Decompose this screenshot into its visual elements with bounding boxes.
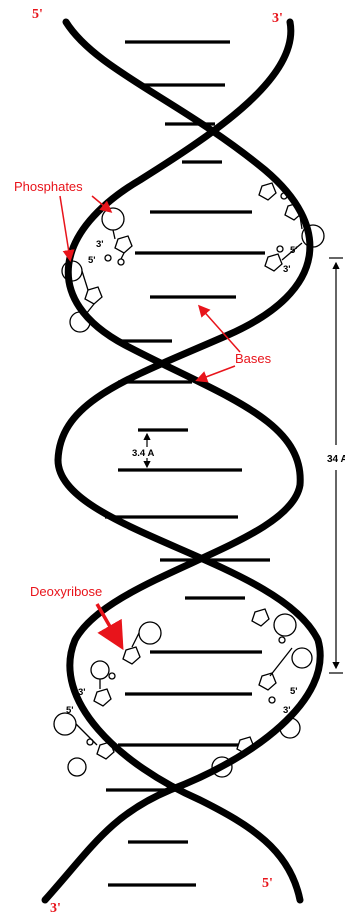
upper-right-5prime: 5' [290,245,298,256]
end-bottom-left: 3' [50,901,61,916]
phosphates-label: Phosphates [14,179,83,194]
bases-label: Bases [235,351,272,366]
deoxyribose-label: Deoxyribose [30,584,102,599]
upper-right-3prime: 3' [283,264,291,275]
bases-arrow-1 [198,304,241,353]
lower-right-3prime: 3' [283,705,291,716]
strand-direction-numbers: 3' 5' 5' 3' 3' 5' 5' 3' [66,239,298,716]
lower-left-3prime: 3' [78,687,86,698]
lower-right-5prime: 5' [290,686,298,697]
annotations: Phosphates Bases Deoxyribose [14,179,272,651]
upper-left-3prime: 3' [96,239,104,250]
end-bottom-right: 5' [262,876,273,891]
deoxyribose-arrow [95,603,124,651]
pitch-marker [329,257,343,674]
end-top-left: 5' [32,7,43,22]
bases-arrow-2 [195,365,236,383]
upper-left-5prime: 5' [88,255,96,266]
rise-label: 3.4 A [132,448,154,459]
end-top-right: 3' [272,11,283,26]
phosphates-arrow-1 [91,195,113,213]
helix-strands [41,18,324,904]
rise-marker: 3.4 A [132,432,154,469]
pitch-label: 34 A [327,454,345,465]
strand-b [64,18,304,904]
base-pair-rungs [105,40,270,887]
strand-end-labels: 5' 3' 3' 5' [32,7,283,916]
phosphates-arrow-2 [59,195,75,262]
lower-left-5prime: 5' [66,705,74,716]
strand-a [41,18,324,904]
